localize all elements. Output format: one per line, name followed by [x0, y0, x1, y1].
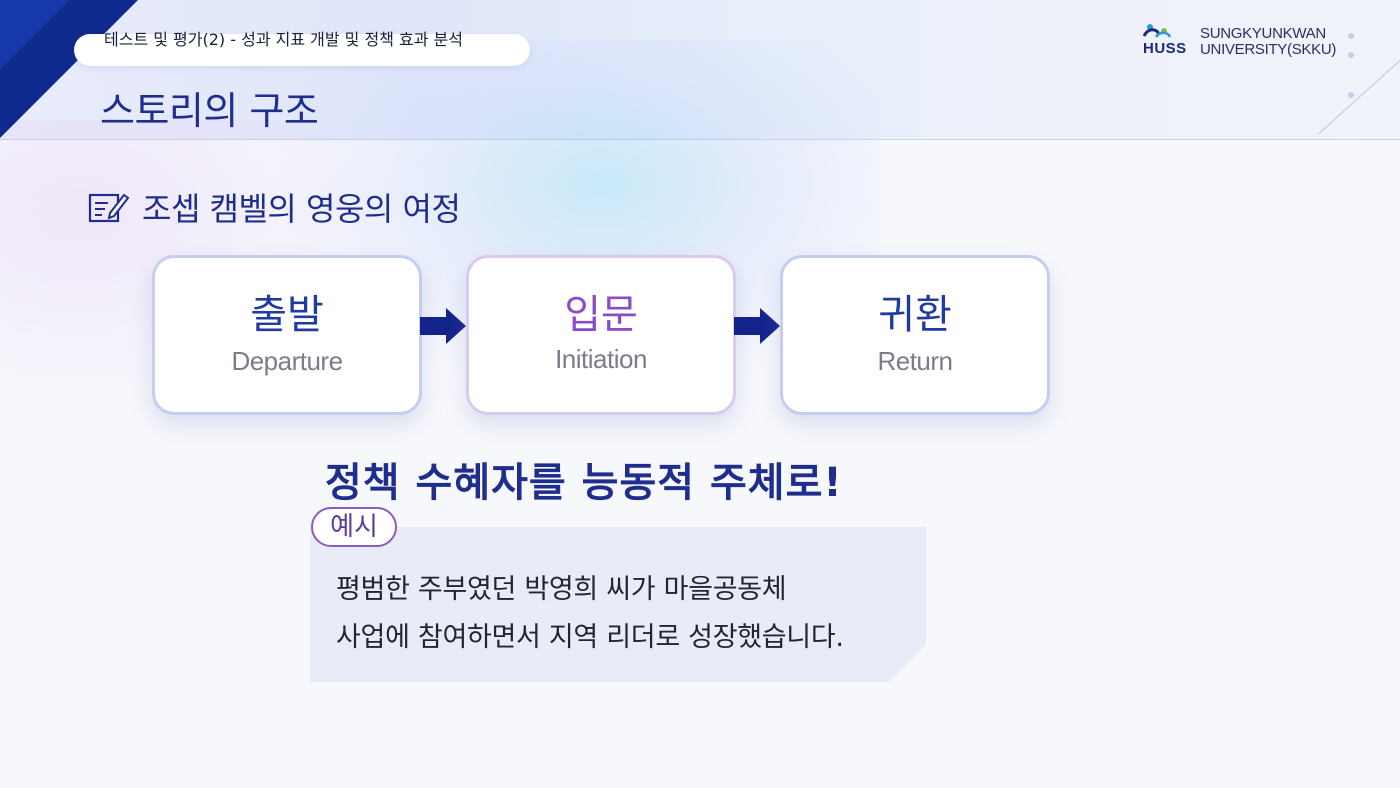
- breadcrumb: 테스트 및 평가(2) - 성과 지표 개발 및 정책 효과 분석: [104, 30, 463, 49]
- stage-subtitle: Initiation: [555, 344, 647, 374]
- huss-logo-icon: [1142, 24, 1172, 38]
- header-divider: [0, 139, 1400, 140]
- headline: 정책 수혜자를 능동적 주체로!: [325, 460, 843, 506]
- logo-short: HUSS: [1143, 40, 1187, 57]
- stage-title: 귀환: [878, 292, 952, 338]
- stage-subtitle: Departure: [231, 346, 343, 376]
- note-edit-icon: [88, 193, 130, 223]
- logo-name: SUNGKYUNKWAN UNIVERSITY(SKKU): [1200, 26, 1370, 58]
- example-line-2: 사업에 참여하면서 지역 리더로 성장했습니다.: [336, 622, 844, 653]
- stage-card-departure: 출발 Departure: [152, 255, 422, 415]
- arrow-right-icon: [420, 308, 466, 344]
- corner-decoration-light: [0, 0, 70, 70]
- stage-title: 출발: [250, 292, 324, 338]
- stage-title: 입문: [564, 292, 638, 338]
- stage-card-initiation: 입문 Initiation: [466, 255, 736, 415]
- section-heading: 조셉 캠벨의 영웅의 여정: [88, 186, 461, 228]
- decor-dot: [1348, 92, 1354, 98]
- example-line-1: 평범한 주부였던 박영희 씨가 마을공동체: [336, 574, 787, 605]
- logo-name-line1: SUNGKYUNKWAN: [1200, 25, 1326, 42]
- example-box: [310, 527, 926, 682]
- stage-subtitle: Return: [877, 346, 953, 376]
- university-logo: HUSS SUNGKYUNKWAN UNIVERSITY(SKKU): [1142, 22, 1362, 62]
- diagonal-decoration: [1317, 60, 1400, 135]
- example-tag: 예시: [311, 507, 397, 547]
- arrow-right-icon: [734, 308, 780, 344]
- example-text: 평범한 주부였던 박영희 씨가 마을공동체 사업에 참여하면서 지역 리더로 성…: [336, 566, 916, 662]
- logo-name-line2: UNIVERSITY(SKKU): [1200, 41, 1337, 58]
- stage-card-return: 귀환 Return: [780, 255, 1050, 415]
- breadcrumb-pill: [74, 34, 530, 66]
- section-title: 조셉 캠벨의 영웅의 여정: [142, 190, 461, 228]
- page-title: 스토리의 구조: [100, 89, 319, 133]
